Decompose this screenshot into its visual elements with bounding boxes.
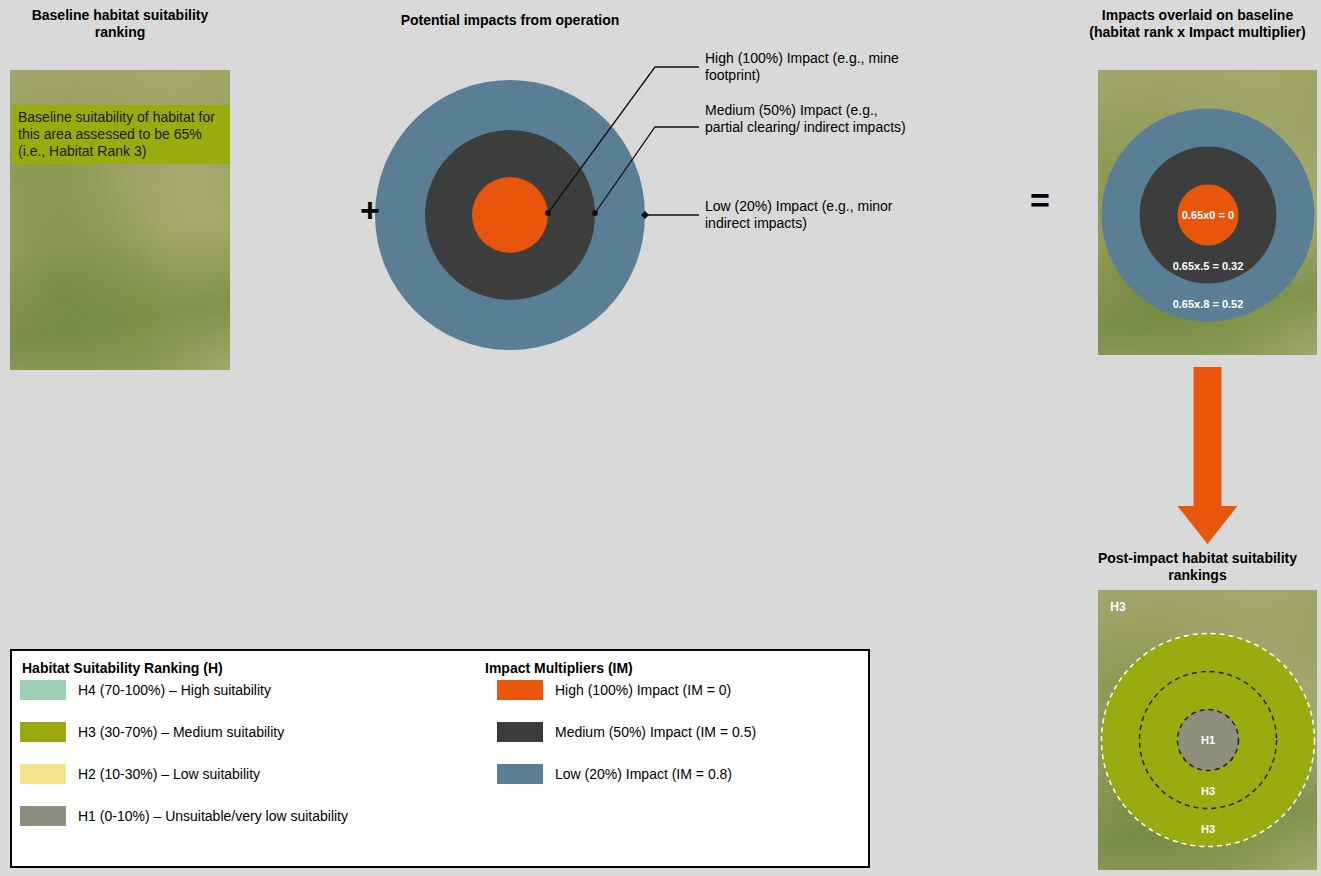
legend-swatch bbox=[20, 806, 66, 826]
legend-heading: Habitat Suitability Ranking (H) bbox=[22, 660, 422, 677]
callout-text: Low (20%) Impact (e.g., minor indirect i… bbox=[705, 198, 915, 232]
legend-text: H1 (0-10%) – Unsuitable/very low suitabi… bbox=[78, 807, 348, 825]
legend-swatch bbox=[497, 722, 543, 742]
panel-heading: Baseline habitat suitability ranking bbox=[10, 7, 230, 41]
zone-fill bbox=[1140, 672, 1277, 809]
overlay-panel: Impacts overlaid on baseline (habitat ra… bbox=[1078, 5, 1317, 355]
legend-swatch bbox=[20, 680, 66, 700]
plus-sign: + bbox=[350, 192, 390, 229]
medium-impact-zone bbox=[425, 130, 595, 300]
flow-arrow bbox=[1178, 367, 1238, 544]
legend-text: Low (20%) Impact (IM = 0.8) bbox=[555, 765, 732, 783]
inner-rank-zone: H1 bbox=[1176, 708, 1240, 772]
legend-swatch bbox=[497, 680, 543, 700]
zone-value: H3 bbox=[1110, 601, 1125, 615]
zone-fill bbox=[1102, 109, 1315, 322]
medium-impact-circle: 0.65x.5 = 0.32 0.65x0 = 0 bbox=[1138, 145, 1278, 285]
post-impact-panel: Post-impact habitat suitability rankings… bbox=[1078, 548, 1317, 870]
zone-value: H1 bbox=[1201, 734, 1215, 747]
leader-diamond bbox=[641, 211, 649, 219]
legend-box bbox=[10, 649, 870, 868]
legend-text: H4 (70-100%) – High suitability bbox=[78, 681, 271, 699]
low-impact-circle: 0.65x.8 = 0.52 0.65x.5 = 0.32 0.65x0 = 0 bbox=[1100, 107, 1316, 323]
legend-text: Medium (50%) Impact (IM = 0.5) bbox=[555, 723, 756, 741]
zone-value: H3 bbox=[1201, 823, 1215, 836]
panel-heading: Impacts overlaid on baseline (habitat ra… bbox=[1078, 7, 1317, 41]
zone-fill bbox=[1102, 634, 1315, 847]
leader-line bbox=[645, 214, 699, 215]
baseline-note: Baseline suitability of habitat for this… bbox=[12, 105, 230, 164]
leader-dot bbox=[545, 210, 551, 216]
leader-line bbox=[595, 127, 699, 213]
legend-swatch bbox=[20, 722, 66, 742]
low-impact-zone bbox=[375, 80, 645, 350]
legend-swatch bbox=[20, 764, 66, 784]
panel-heading: Potential impacts from operation bbox=[395, 12, 625, 29]
zone-fill bbox=[1178, 185, 1239, 246]
callout-text: Medium (50%) Impact (e.g., partial clear… bbox=[705, 102, 915, 136]
equals-sign: = bbox=[1020, 182, 1060, 219]
legend-text: High (100%) Impact (IM = 0) bbox=[555, 681, 731, 699]
middle-rank-zone: H3 H1 bbox=[1138, 670, 1278, 810]
habitat-panel: Baseline habitat suitability rankingBase… bbox=[10, 5, 230, 370]
high-impact-circle: 0.65x0 = 0 bbox=[1176, 183, 1240, 247]
high-impact-zone bbox=[472, 177, 548, 253]
zone-value: H3 bbox=[1201, 785, 1215, 798]
zone-fill bbox=[1178, 710, 1239, 771]
zone-value: 0.65x.8 = 0.52 bbox=[1173, 298, 1244, 311]
zone-fill bbox=[1140, 147, 1277, 284]
legend-heading: Impact Multipliers (IM) bbox=[485, 660, 855, 677]
leader-line bbox=[548, 67, 699, 213]
zone-value: 0.65x0 = 0 bbox=[1182, 209, 1234, 222]
leader-dot bbox=[592, 210, 598, 216]
legend-text: H2 (10-30%) – Low suitability bbox=[78, 765, 260, 783]
callout-text: High (100%) Impact (e.g., mine footprint… bbox=[705, 50, 915, 84]
note-text: Baseline suitability of habitat for this… bbox=[18, 109, 224, 160]
legend-text: H3 (30-70%) – Medium suitability bbox=[78, 723, 284, 741]
zone-value: 0.65x.5 = 0.32 bbox=[1173, 260, 1244, 273]
outer-rank-zone: H3H3H1 bbox=[1100, 632, 1316, 848]
panel-heading: Post-impact habitat suitability rankings bbox=[1078, 550, 1317, 584]
legend-swatch bbox=[497, 764, 543, 784]
